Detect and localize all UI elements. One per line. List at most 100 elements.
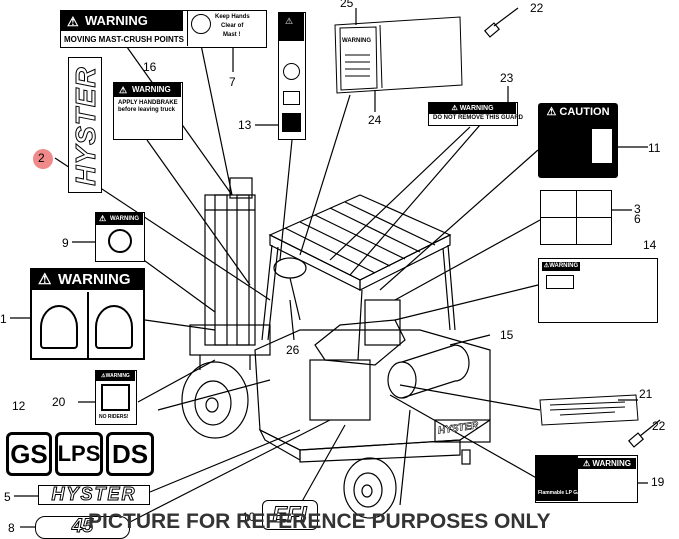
callout-9[interactable]: 9: [62, 236, 69, 250]
decal-14[interactable]: ⚠WARNING: [538, 258, 658, 323]
warning-triangle-icon: ⚠: [285, 16, 294, 26]
decal-11-title: CAUTION: [559, 106, 610, 118]
decal-19[interactable]: ⚠ WARNING Flammable LP GAS: [535, 455, 638, 503]
decal-3-6[interactable]: [540, 190, 612, 245]
warning-triangle-icon: ⚠: [119, 85, 128, 95]
decal-11[interactable]: ⚠ CAUTION: [538, 103, 618, 178]
decal-8-model: 45: [71, 516, 94, 538]
seat: [314, 319, 406, 366]
fastener-22b: [627, 419, 661, 448]
leader-15: [449, 334, 491, 346]
leader-23: [329, 126, 471, 261]
fastener-22a: [483, 7, 519, 38]
callout-13[interactable]: 13: [238, 118, 252, 132]
decal-10[interactable]: EFI: [262, 500, 318, 530]
callout-21[interactable]: 21: [639, 387, 653, 401]
under-forks-icon: [95, 305, 133, 349]
leader-25: [299, 94, 351, 256]
callout-22-top[interactable]: 22: [530, 1, 544, 15]
decal-7-side-2: Clear of: [221, 23, 244, 29]
tip-over-icon: [283, 63, 300, 80]
decal-20-subtitle: NO RIDERS!: [99, 414, 129, 420]
decal-20-title: WARNING: [105, 373, 130, 379]
decal-13[interactable]: ⚠: [278, 12, 306, 140]
decal-25-cover: [334, 16, 463, 94]
callout-23[interactable]: 23: [500, 71, 514, 85]
decal-7-side-1: Keep Hands: [215, 14, 250, 20]
flame-icon: [536, 456, 578, 501]
leader-10: [299, 424, 346, 506]
decal-5[interactable]: HYSTER: [38, 484, 150, 505]
callout-22-bottom[interactable]: 22: [652, 419, 666, 433]
decal-7[interactable]: ⚠ WARNING MOVING MAST-CRUSH POINTS Keep …: [60, 10, 267, 48]
operator-icon: [282, 113, 301, 132]
warning-triangle-icon: ⚠: [543, 263, 550, 269]
decal-21-plate: [539, 394, 639, 426]
reference-footer: PICTURE FOR REFERENCE PURPOSES ONLY: [88, 510, 551, 533]
hand-icon: [546, 275, 574, 289]
callout-7[interactable]: 7: [229, 75, 236, 89]
callout-6[interactable]: 6: [634, 212, 641, 226]
callout-26[interactable]: 26: [286, 343, 300, 357]
callout-16[interactable]: 16: [143, 60, 157, 74]
warning-triangle-icon: ⚠: [101, 373, 106, 379]
callout-2[interactable]: 2: [38, 151, 45, 165]
decal-16-title: WARNING: [132, 85, 171, 94]
decal-23[interactable]: ⚠ WARNING DO NOT REMOVE THIS GUARD: [428, 102, 523, 126]
warning-triangle-icon: ⚠: [67, 14, 79, 29]
decal-19-title: WARNING: [592, 459, 632, 468]
crush-hand-icon: [191, 14, 211, 34]
decal-10-efi: EFI: [272, 502, 307, 528]
callout-24[interactable]: 24: [368, 113, 382, 127]
decal-9-title: WARNING: [110, 216, 139, 222]
decal-9[interactable]: ⚠ WARNING: [95, 212, 145, 262]
callout-10[interactable]: 10: [242, 510, 256, 524]
mast: [204, 194, 256, 346]
callout-25[interactable]: 25: [340, 0, 354, 10]
highlight-2: [33, 149, 53, 169]
decal-19-subtitle: Flammable LP GAS: [538, 490, 585, 496]
decal-20[interactable]: ⚠WARNING NO RIDERS!: [95, 370, 137, 425]
leader-20: [137, 359, 216, 403]
decal-25-title[interactable]: WARNING: [342, 38, 371, 44]
lp-tank: [387, 361, 417, 399]
no-fan-icon: [108, 229, 132, 253]
warning-triangle-icon: ⚠: [582, 459, 593, 468]
leader-14: [394, 284, 539, 321]
warning-triangle-icon: ⚠: [38, 271, 52, 288]
decal-7-subtitle: MOVING MAST-CRUSH POINTS: [64, 35, 185, 44]
callout-12[interactable]: 12: [12, 399, 26, 413]
badge-ds[interactable]: DS: [106, 432, 154, 476]
callout-11[interactable]: 11: [648, 141, 661, 155]
callout-3[interactable]: 3: [634, 202, 641, 216]
callout-19[interactable]: 19: [651, 475, 665, 489]
decal-16-sub-1: APPLY HANDBRAKE: [118, 100, 178, 106]
decal-7-side-3: Mast !: [223, 32, 241, 38]
decal-16-sub-2: before leaving truck: [118, 107, 176, 113]
decal-14-title: WARNING: [549, 263, 579, 269]
callout-14[interactable]: 14: [643, 238, 657, 252]
decal-23-title: WARNING: [459, 105, 494, 112]
badge-gs[interactable]: GS: [6, 432, 52, 476]
decal-23-subtitle: DO NOT REMOVE THIS GUARD: [433, 115, 524, 121]
callout-8[interactable]: 8: [8, 521, 15, 535]
decal-2-brand: HYSTER: [70, 66, 102, 187]
decal-2[interactable]: HYSTER: [68, 57, 102, 193]
decal-11-panel: [592, 129, 612, 163]
callout-5[interactable]: 5: [4, 490, 11, 504]
decal-7-title: WARNING: [85, 13, 148, 28]
badge-lps[interactable]: LPS: [55, 432, 103, 476]
crush-person-icon: [40, 305, 78, 349]
decal-16[interactable]: ⚠ WARNING APPLY HANDBRAKE before leaving…: [113, 82, 183, 140]
rear-wheel: [343, 457, 397, 519]
callout-15[interactable]: 15: [500, 328, 514, 342]
callout-1[interactable]: 1: [0, 312, 7, 326]
leader-12: [157, 379, 271, 411]
callout-20[interactable]: 20: [52, 395, 66, 409]
warning-triangle-icon: ⚠: [451, 105, 460, 112]
seatbelt-icon: [283, 91, 300, 105]
warning-triangle-icon: ⚠: [99, 214, 107, 223]
decal-1[interactable]: ⚠ WARNING: [30, 268, 145, 360]
decal-5-brand: HYSTER: [51, 484, 137, 505]
